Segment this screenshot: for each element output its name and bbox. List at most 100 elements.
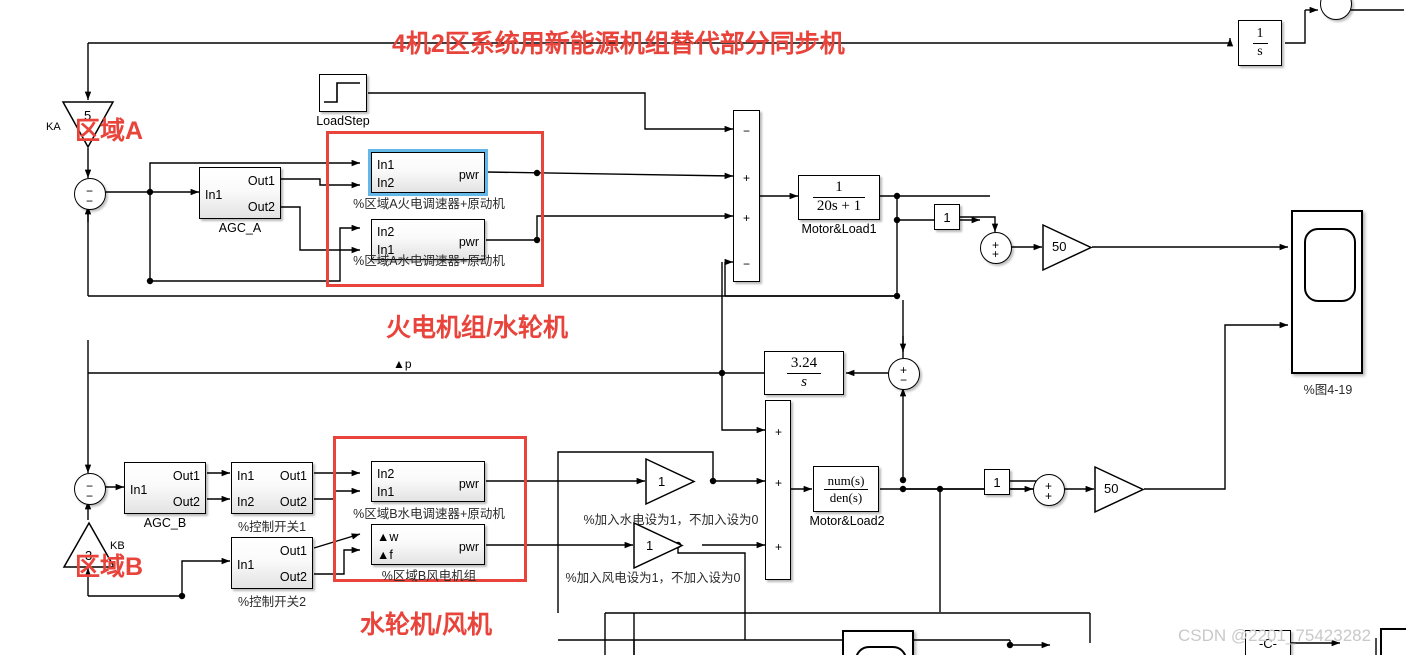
sum-tie-sign-2: −	[900, 373, 908, 387]
tie-line-fraction: 3.24 s	[786, 355, 822, 391]
scope-main-label: %图4-19	[1303, 383, 1353, 397]
integrator-block[interactable]: 1 s	[1238, 20, 1282, 66]
kb-gain-label: KB	[110, 540, 125, 552]
agc-a-out2-port: Out2	[247, 200, 275, 214]
sum-main-area-a[interactable]: − + + −	[733, 110, 760, 282]
area-a-thermal-pwr-port: pwr	[458, 168, 479, 182]
area-a-hydro-pwr-port: pwr	[458, 235, 479, 249]
area-b-wind-dw-port: ▲w	[377, 530, 399, 544]
motor-load2-label: Motor&Load2	[809, 514, 885, 528]
area-a-hydro-in1-port: In1	[377, 243, 395, 257]
motor-load1-label: Motor&Load1	[801, 222, 877, 236]
step-signal-icon	[324, 82, 360, 103]
agc-b-out2-port: Out2	[172, 495, 200, 509]
const-c-block[interactable]: -C-	[1245, 630, 1291, 655]
motor-load1-block[interactable]: 1 20s + 1	[798, 175, 880, 220]
gain-wind-enable-value: 1	[646, 538, 654, 553]
scope-bottom-block[interactable]	[842, 630, 914, 655]
area-b-hydro-in1-port: In1	[377, 485, 395, 499]
agc-b-block[interactable]: In1 Out1 Out2	[124, 462, 206, 514]
sum-freq-a-sign-2: +	[992, 247, 1000, 261]
area-a-thermal-in1-port: In1	[377, 158, 395, 172]
annotation-hydro-wind: 水轮机/风机	[360, 611, 492, 639]
kb-gain-block[interactable]: 3	[62, 521, 116, 568]
area-a-thermal-block[interactable]: In1 In2 pwr	[368, 149, 488, 196]
area-b-hydro-pwr-port: pwr	[458, 477, 479, 491]
sum-main-a-sign-1: −	[743, 124, 751, 138]
scope-main-block[interactable]	[1291, 210, 1363, 374]
sum-freq-b-sign-2: +	[1045, 489, 1053, 503]
const-a-block[interactable]: 1	[934, 204, 960, 230]
gain-wind-enable-label: %加入风电设为1，不加入设为0	[565, 571, 741, 585]
gain-wind-enable-block[interactable]: 1	[633, 521, 684, 570]
area-a-thermal-in2-port: In2	[377, 176, 395, 190]
area-b-wind-block[interactable]: ▲w ▲f pwr	[371, 524, 485, 565]
sum-area-a-sign-1: −	[86, 184, 94, 198]
csdn-watermark: CSDN @2201_75423282	[1178, 626, 1372, 645]
control-switch-2-block[interactable]: In1 Out1 Out2	[231, 537, 313, 589]
sum-freq-a[interactable]: + +	[980, 232, 1012, 264]
motor-load2-block[interactable]: num(s) den(s)	[813, 466, 879, 512]
scope-bottom-right-block[interactable]	[1380, 628, 1406, 655]
switch2-in1-port: In1	[237, 558, 255, 572]
ka-gain-value: 5	[84, 108, 92, 123]
ka-gain-label: KA	[46, 121, 61, 133]
annotation-area-a: 区域A	[75, 117, 144, 145]
agc-b-out1-port: Out1	[172, 469, 200, 483]
tie-line-block[interactable]: 3.24 s	[764, 351, 844, 395]
ka-gain-block[interactable]: 5	[61, 100, 115, 149]
sum-main-b-sign-1: +	[775, 425, 783, 439]
scope-bottom-screen	[855, 646, 907, 655]
switch2-out2-port: Out2	[279, 570, 307, 584]
switch1-in1-port: In1	[237, 469, 255, 483]
switch1-out1-port: Out1	[279, 469, 307, 483]
area-b-hydro-in2-port: In2	[377, 467, 395, 481]
sum-area-b[interactable]: − −	[74, 473, 106, 505]
motor-load1-fraction: 1 20s + 1	[812, 179, 866, 215]
control-switch-1-label: %控制开关1	[237, 520, 307, 534]
agc-a-label: AGC_A	[218, 221, 262, 235]
sum-tie-sign-1: +	[900, 363, 908, 377]
switch1-in2-port: In2	[237, 495, 255, 509]
agc-a-in1-port: In1	[205, 188, 223, 202]
agc-a-block[interactable]: In1 Out1 Out2	[199, 167, 281, 219]
area-b-hydro-label: %区域B水电调速器+原动机	[353, 507, 505, 521]
sum-topright[interactable]	[1320, 0, 1352, 20]
gain-50-a-value: 50	[1052, 239, 1067, 254]
area-b-wind-pwr-port: pwr	[458, 540, 479, 554]
sum-main-area-b[interactable]: + + +	[765, 400, 791, 580]
control-switch-2-label: %控制开关2	[237, 595, 307, 609]
sum-area-b-sign-2: −	[86, 489, 94, 503]
sum-main-a-sign-2: +	[743, 171, 751, 185]
gain-50-a-block[interactable]: 50	[1042, 223, 1093, 272]
switch2-out1-port: Out1	[279, 544, 307, 558]
gain-hydro-enable-label: %加入水电设为1，不加入设为0	[583, 513, 759, 527]
sum-main-a-sign-3: +	[743, 211, 751, 225]
sum-area-a[interactable]: − −	[74, 178, 106, 210]
sum-area-b-sign-1: −	[86, 479, 94, 493]
const-b-block[interactable]: 1	[984, 469, 1010, 495]
integrator-fraction: 1 s	[1252, 26, 1268, 59]
control-switch-1-block[interactable]: In1 In2 Out1 Out2	[231, 462, 313, 514]
sum-main-b-sign-2: +	[775, 476, 783, 490]
annotation-thermal-hydro: 火电机组/水轮机	[386, 314, 568, 342]
delta-p-label: ▲p	[393, 357, 412, 371]
gain-50-b-value: 50	[1104, 481, 1119, 496]
agc-a-out1-port: Out1	[247, 174, 275, 188]
sum-main-b-sign-3: +	[775, 540, 783, 554]
sum-freq-b-sign-1: +	[1045, 479, 1053, 493]
gain-hydro-enable-block[interactable]: 1	[645, 457, 696, 506]
switch1-out2-port: Out2	[279, 495, 307, 509]
load-step-block[interactable]	[319, 74, 367, 112]
sum-freq-b[interactable]: + +	[1033, 474, 1065, 506]
sum-main-a-sign-4: −	[743, 257, 751, 271]
kb-gain-value: 3	[85, 548, 93, 563]
area-a-hydro-block[interactable]: In2 In1 pwr	[371, 219, 485, 260]
agc-b-in1-port: In1	[130, 483, 148, 497]
sum-tie-line[interactable]: + −	[888, 358, 920, 390]
area-b-hydro-block[interactable]: In2 In1 pwr	[371, 461, 485, 502]
gain-50-b-block[interactable]: 50	[1094, 465, 1145, 514]
area-b-group-box	[333, 436, 527, 582]
scope-screen	[1304, 228, 1356, 302]
